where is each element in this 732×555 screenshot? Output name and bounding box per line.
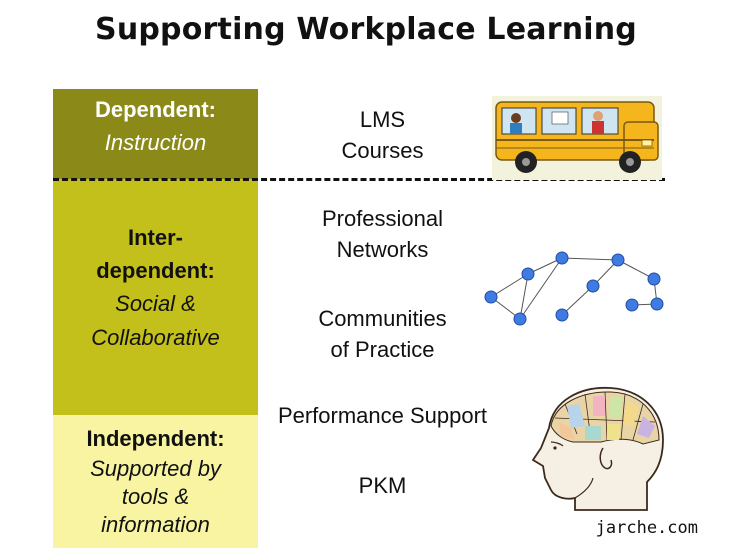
interdependent-sub-line-2: Collaborative xyxy=(91,325,220,350)
independent-heading: Independent: xyxy=(86,426,225,451)
interdependent-sub-line-1: Social & xyxy=(115,291,196,316)
band-independent: Independent: Supported by tools & inform… xyxy=(53,415,258,548)
tool-of-practice: of Practice xyxy=(330,337,435,362)
tool-courses: Courses xyxy=(341,138,424,163)
dashed-divider xyxy=(53,178,665,181)
phrenology-head-icon xyxy=(531,386,664,511)
school-bus-icon xyxy=(492,96,662,180)
interdependent-heading-line-1: Inter- xyxy=(128,225,183,250)
network-graph-icon xyxy=(484,251,664,326)
tool-professional: Professional xyxy=(321,206,444,231)
tool-performance-support: Performance Support xyxy=(277,403,488,428)
tool-pkm: PKM xyxy=(358,473,407,498)
band-dependent: Dependent: Instruction xyxy=(53,89,258,179)
tool-communities: Communities xyxy=(318,306,447,331)
tool-networks: Networks xyxy=(336,237,429,262)
independent-sub-line-3: information xyxy=(101,512,210,537)
tool-lms: LMS xyxy=(359,107,406,132)
band-interdependent: Inter- dependent: Social & Collaborative xyxy=(53,179,258,415)
independent-sub-line-1: Supported by xyxy=(90,456,221,481)
tool-lms-courses: LMS Courses xyxy=(300,104,465,166)
interdependent-heading-line-2: dependent: xyxy=(96,258,215,283)
dependent-heading: Dependent: xyxy=(95,97,216,122)
tool-communities-of-practice: Communities of Practice xyxy=(290,303,475,365)
page-title: Supporting Workplace Learning xyxy=(95,12,637,47)
tool-professional-networks: Professional Networks xyxy=(290,203,475,265)
dependent-sub: Instruction xyxy=(104,130,207,155)
footer-site-credit: jarche.com xyxy=(595,518,698,538)
independent-sub-line-2: tools & xyxy=(121,484,190,509)
